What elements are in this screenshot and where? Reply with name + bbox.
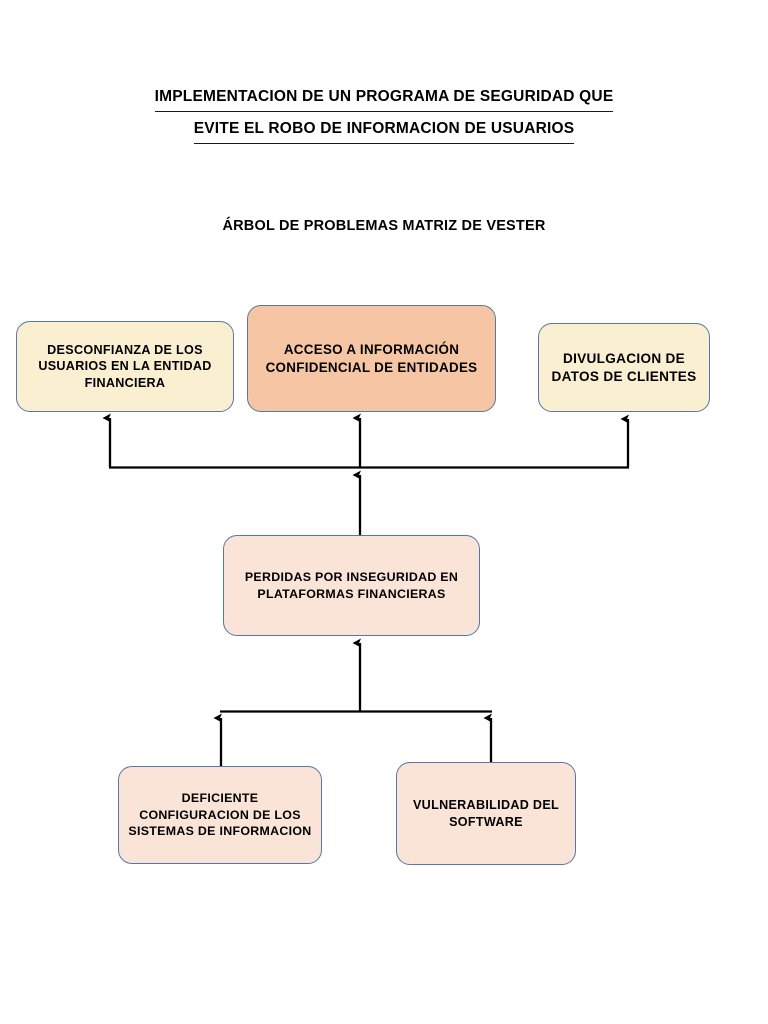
node-deficiente[interactable]: DEFICIENTE CONFIGURACION DE LOS SISTEMAS… (118, 766, 322, 864)
node-vulnerabilidad-label: VULNERABILIDAD DEL SOFTWARE (412, 797, 560, 829)
node-acceso[interactable]: ACCESO A INFORMACIÓN CONFIDENCIAL DE ENT… (247, 305, 496, 412)
node-perdidas[interactable]: PERDIDAS POR INSEGURIDAD EN PLATAFORMAS … (223, 535, 480, 636)
node-divulgacion[interactable]: DIVULGACION DE DATOS DE CLIENTES (538, 323, 710, 412)
node-acceso-label: ACCESO A INFORMACIÓN CONFIDENCIAL DE ENT… (265, 341, 478, 375)
connector-group-causes (213, 638, 493, 766)
node-vulnerabilidad[interactable]: VULNERABILIDAD DEL SOFTWARE (396, 762, 576, 865)
node-desconfianza-label: DESCONFIANZA DE LOS USUARIOS EN LA ENTID… (38, 342, 212, 390)
page-title: IMPLEMENTACION DE UN PROGRAMA DE SEGURID… (64, 84, 704, 144)
section-title: ÁRBOL DE PROBLEMAS MATRIZ DE VESTER (222, 218, 546, 234)
page-title-line-2: EVITE EL ROBO DE INFORMACION DE USUARIOS (193, 116, 575, 144)
node-divulgacion-label: DIVULGACION DE DATOS DE CLIENTES (551, 350, 697, 384)
node-deficiente-label: DEFICIENTE CONFIGURACION DE LOS SISTEMAS… (128, 791, 312, 839)
node-perdidas-label: PERDIDAS POR INSEGURIDAD EN PLATAFORMAS … (244, 570, 459, 601)
connector-group-effects (102, 413, 630, 535)
node-desconfianza[interactable]: DESCONFIANZA DE LOS USUARIOS EN LA ENTID… (16, 321, 234, 412)
